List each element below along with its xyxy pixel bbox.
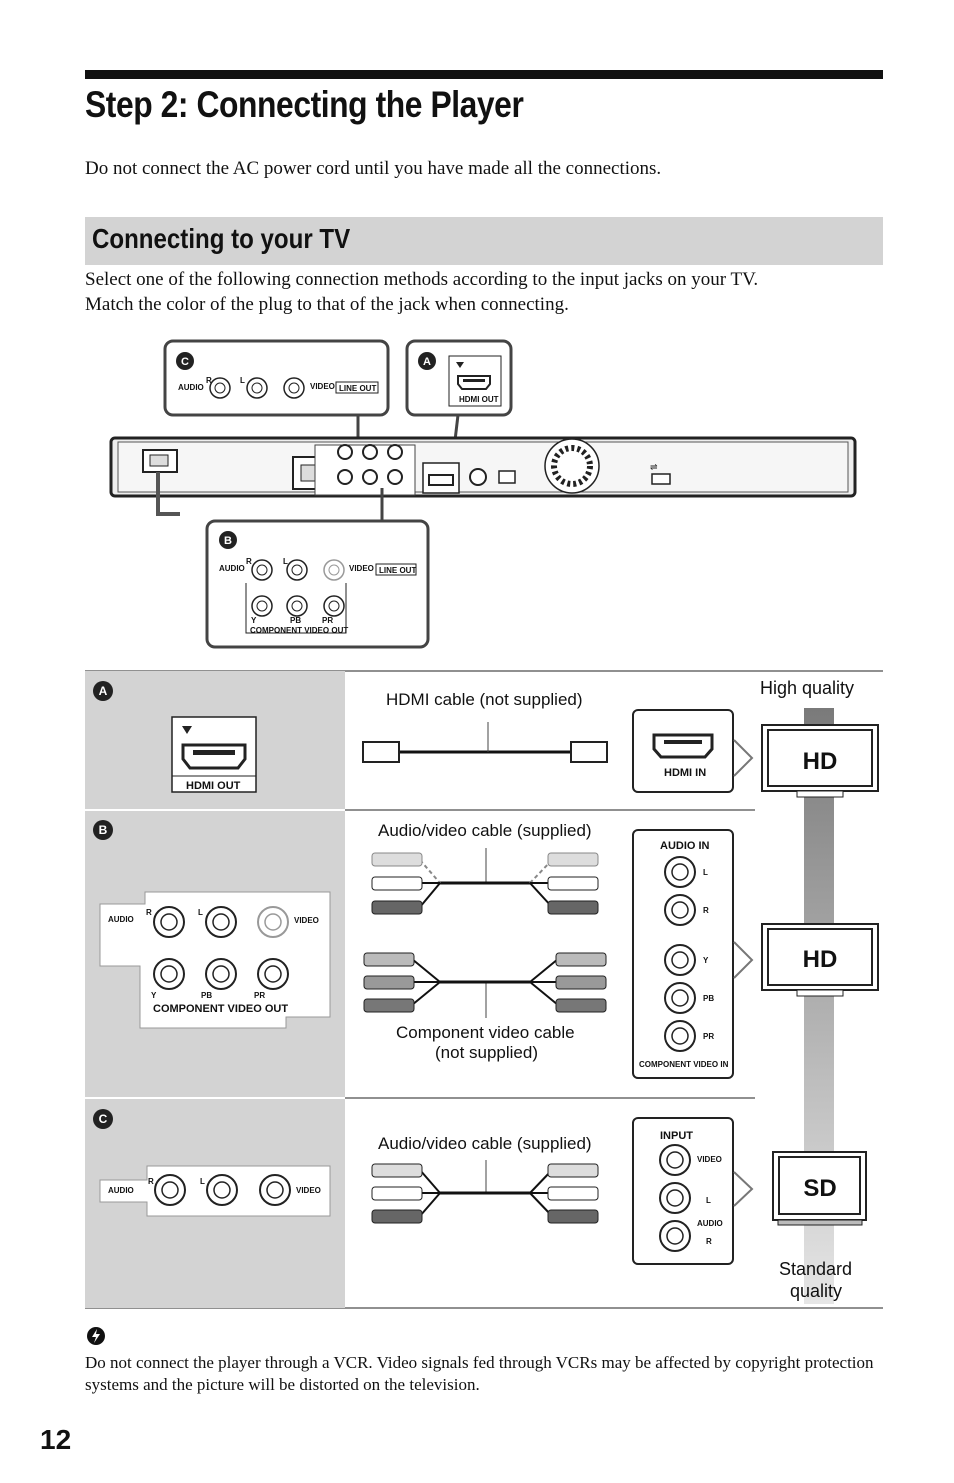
callout-c-audio: AUDIO [178,383,204,392]
row-a-letter: A [99,684,108,698]
av-cable-b-label: Audio/video cable (supplied) [378,821,592,840]
page-title: Step 2: Connecting the Player [85,84,524,125]
row-c-letter: C [99,1112,108,1126]
row-a: A HDMI OUT HDMI IN HD [93,681,879,798]
usb-icon: ⇌ [650,462,658,472]
row-b-y: Y [151,991,157,1000]
callout-b-r: R [246,557,252,566]
row-c-video: VIDEO [296,1186,321,1195]
row-c-audio: AUDIO [108,1186,134,1195]
standard-quality-label-2: quality [790,1281,843,1301]
section-text-line-2: Match the color of the plug to that of t… [85,294,569,315]
optical-port [498,470,516,484]
callout-b-l: L [283,557,288,566]
row-b-video: VIDEO [294,916,319,925]
player-rear-panel-diagram: C AUDIO R L VIDEO LINE OUT A HDMI OUT ⇌ … [109,339,857,649]
row-b-audio-in: AUDIO IN [660,840,710,852]
callout-b-video: VIDEO [349,564,374,573]
high-quality-label: High quality [760,678,855,698]
callout-b-pb: PB [290,616,301,625]
row-c: C AUDIO R L VIDEO INPUT VIDEO [93,1109,867,1265]
callout-c-l: L [240,376,245,385]
callout-a-badge [418,352,436,370]
callout-b-pr: PR [322,616,333,625]
callout-c-box [163,339,390,417]
note-icon [87,1327,105,1345]
row-b-component-video-out: COMPONENT VIDEO OUT [153,1003,288,1015]
rear-jacks [337,444,403,485]
row-c-input: INPUT [660,1130,693,1142]
callout-a-letter: A [423,356,431,368]
callout-b-letter: B [224,535,232,547]
row-c-r: R [148,1177,154,1186]
section-text-line-1: Select one of the following connection m… [85,269,759,290]
callout-a-hdmi-out: HDMI OUT [459,395,499,404]
usb-port [651,473,671,485]
callout-c-badge [176,352,194,370]
callout-c-r: R [206,376,212,385]
av-cable-c-label: Audio/video cable (supplied) [378,1134,592,1153]
row-b-audio: AUDIO [108,915,134,924]
callout-b-audio: AUDIO [219,564,245,573]
connection-table: A HDMI OUT HDMI IN HD B AUDIO R L VIDEO [85,670,883,1309]
row-b-component-video-in: COMPONENT VIDEO IN [639,1060,729,1069]
tv-hd-2-label: HD [803,946,838,973]
coaxial-port [469,468,487,486]
row-b-tv-l: L [703,868,708,877]
row-b-pr: PR [254,991,265,1000]
row-b-letter: B [99,823,108,837]
row-b-tv-pr: PR [703,1032,714,1041]
tv-sd-label: SD [803,1175,836,1202]
intro-text: Do not connect the AC power cord until y… [85,158,662,179]
row-c-tv-audio: AUDIO [697,1219,723,1228]
page-number: 12 [40,1424,72,1455]
row-b-component-cable [363,952,607,1018]
row-c-tv-r: R [706,1237,712,1246]
row-a-hdmi-in: HDMI IN [664,767,706,779]
callout-c-letter: C [181,356,189,368]
row-a-hdmi-out: HDMI OUT [186,780,241,792]
callout-b-component-video-out: COMPONENT VIDEO OUT [250,626,348,635]
row-b-l: L [198,908,203,917]
row-b-pb: PB [201,991,212,1000]
row-b-r: R [146,908,152,917]
section-header-bar [85,217,883,265]
row-c-tv-video: VIDEO [697,1155,722,1164]
row-b-tv-pb: PB [703,994,714,1003]
component-cable-label-2: (not supplied) [435,1043,539,1062]
row-b-tv-y: Y [703,956,709,965]
callout-b-y: Y [251,616,257,625]
section-title: Connecting to your TV [92,223,351,254]
callout-c-video: VIDEO [310,382,335,391]
row-c-l: L [200,1177,205,1186]
hdmi-cable-label: HDMI cable (not supplied) [386,690,583,709]
standard-quality-label-1: Standard [779,1259,853,1279]
row-b: B AUDIO R L VIDEO Y PB PR COMPONENT VIDE… [93,820,879,1079]
component-cable-label-1: Component video cable [396,1023,575,1042]
row-c-av-cable [371,1160,599,1224]
row-b-tv-r: R [703,906,709,915]
note-text: Do not connect the player through a VCR.… [85,1353,874,1394]
tv-hd-1-label: HD [803,748,838,775]
title-rule [85,70,883,79]
row-c-tv-l: L [706,1196,711,1205]
row-b-av-cable [371,848,599,915]
callout-b-badge [219,531,237,549]
callout-b-line-out: LINE OUT [379,566,416,575]
callout-c-line-out: LINE OUT [339,384,376,393]
